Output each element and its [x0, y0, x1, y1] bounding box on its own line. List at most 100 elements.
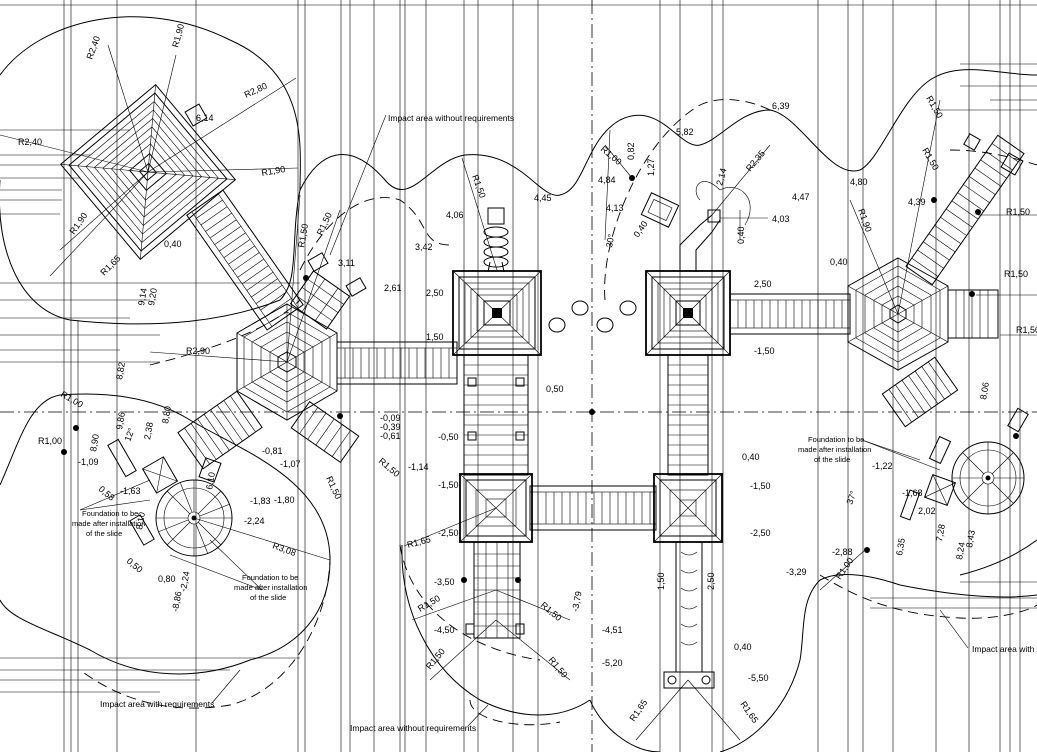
level-label: -1,83 [250, 496, 271, 506]
level-label: 8,24 [954, 541, 967, 560]
level-label: 1,50 [656, 572, 666, 590]
spiral-slide-right [951, 441, 1025, 515]
radius-label: R3,08 [271, 540, 297, 558]
impact-area-outlines [0, 16, 1037, 752]
level-label: 8,90 [88, 433, 101, 452]
level-label: -4,50 [434, 625, 455, 635]
level-label: 6,39 [772, 101, 790, 111]
level-label: -1,63 [120, 486, 141, 496]
level-label: 8,80 [160, 405, 173, 424]
radius-label: R1,00 [38, 436, 62, 446]
radius-label: R1,50 [546, 655, 569, 680]
level-label: -8,86 [170, 590, 183, 612]
level-label: 6,14 [196, 113, 214, 123]
radius-label: R2,35 [744, 148, 767, 173]
level-label: -0,39 [380, 422, 401, 432]
radius-label: R1,50 [1004, 269, 1028, 279]
level-label: -2,24 [244, 516, 265, 526]
radius-label: R1,00 [599, 144, 624, 167]
level-label: 0,80 [158, 574, 176, 584]
walk-hex-right [947, 289, 999, 339]
radius-label: R1,50 [920, 146, 941, 172]
radius-label: R1,50 [1016, 325, 1037, 335]
level-label: 0,50 [546, 384, 564, 394]
radius-label: R2,90 [186, 346, 210, 356]
bridge-lower [529, 485, 657, 531]
level-label: 5,82 [676, 127, 694, 137]
level-label: 6,35 [894, 537, 907, 556]
level-label: -1,50 [754, 346, 775, 356]
radius-label: R1,00 [833, 556, 855, 581]
level-label: -3,50 [434, 577, 455, 587]
note-foundation-3-line2: made after installation [798, 445, 871, 454]
level-label: -2,50 [438, 528, 459, 538]
note-foundation-1-line3: of the slide [86, 529, 122, 538]
level-label: 0,58 [97, 484, 117, 503]
note-impact-with-requirements-left: Impact area with requirements [100, 699, 214, 709]
radius-label: R1,50 [924, 94, 945, 120]
tower-centre-right [645, 270, 731, 356]
radius-label: R1,90 [261, 164, 286, 178]
level-label: 0,40 [736, 226, 746, 244]
level-label: -1,50 [438, 480, 459, 490]
radius-label: R1,65 [627, 698, 649, 723]
stair-hex-left-down-right [290, 400, 360, 464]
radius-label: R1,65 [406, 534, 432, 550]
ramp-right-up [905, 134, 1025, 286]
note-foundation-1-line1: Foundation to be [82, 509, 138, 518]
radius-label: R1,65 [98, 253, 122, 277]
note-foundation-2-line3: of the slide [250, 593, 286, 602]
level-label: -2,24 [178, 570, 191, 592]
stepping-ovals [548, 300, 637, 333]
level-labels: 6,14 3,42 3,11 2,61 9,14 9,20 8,82 4,06 … [78, 101, 991, 683]
note-impact-without-requirements-bottom: Impact area without requirements [350, 723, 476, 733]
radius-label: R1,50 [324, 475, 343, 501]
level-label: -1,22 [872, 461, 893, 471]
level-label: -1,07 [280, 459, 301, 469]
radius-label: R1,50 [296, 223, 310, 248]
notes: Impact area without requirements Impact … [72, 113, 1037, 733]
note-foundation-3-line1: Foundation to be [808, 435, 864, 444]
level-label: -0,50 [438, 432, 459, 442]
level-label: -5,20 [602, 658, 623, 668]
level-label: 0,40 [631, 219, 649, 239]
slide-right-chute [899, 407, 1029, 521]
radius-label: R1,00 [59, 389, 85, 410]
ladder-hex-left [289, 270, 351, 330]
level-label: 0,50 [125, 556, 145, 575]
note-impact-with-requirements-right: Impact area with r [972, 644, 1037, 654]
level-label: 2,14 [714, 167, 728, 187]
stair-hex-left-down [177, 390, 263, 470]
radius-label: R1,65 [738, 699, 760, 724]
level-label: 0,40 [734, 642, 752, 652]
level-label: 8,06 [978, 381, 991, 400]
radius-label: R1,50 [539, 600, 564, 623]
slide-left-chute [107, 438, 222, 546]
slide-top-centre [640, 192, 721, 272]
level-label: -1,68 [902, 488, 923, 498]
radius-label: R1,50 [315, 211, 334, 237]
level-label: 4,06 [446, 210, 464, 220]
climbing-net [461, 541, 525, 639]
note-foundation-2-line2: made after installation [234, 583, 307, 592]
leader-lines [0, 44, 1037, 741]
note-foundation-2-line1: Foundation to be [242, 573, 298, 582]
level-label: -0,09 [380, 413, 401, 423]
level-label: -3,29 [786, 567, 807, 577]
stair-right-hex-down [881, 356, 959, 428]
level-label: -2,88 [832, 547, 853, 557]
level-label: 1,50 [426, 332, 444, 342]
slide-straight-down [663, 541, 715, 689]
level-label: 0,40 [830, 257, 848, 267]
level-label: 4,45 [534, 193, 552, 203]
bridge-tl-to-hex [186, 189, 304, 331]
level-label: 2,38 [142, 421, 155, 440]
level-label: 37° [844, 489, 858, 506]
level-label: -0,81 [262, 446, 283, 456]
level-label: 2,50 [426, 288, 444, 298]
level-label: 2,50 [706, 572, 716, 590]
level-label: -1,50 [750, 481, 771, 491]
level-label: 0,82 [626, 142, 636, 160]
level-label: 8,82 [114, 361, 127, 380]
level-label: 12° [122, 426, 136, 443]
